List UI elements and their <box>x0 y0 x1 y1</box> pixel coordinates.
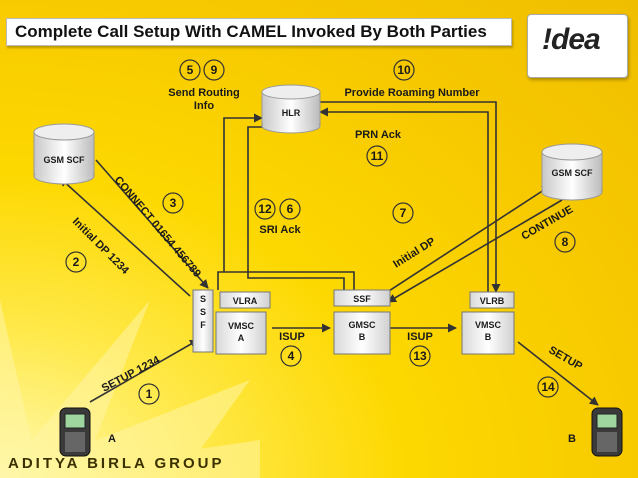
step-3: 3 <box>170 196 177 210</box>
hlr-label: HLR <box>282 108 301 118</box>
gmsc-b-line1: GMSC <box>349 320 377 330</box>
footer-brand: ADITYA BIRLA GROUP <box>8 455 225 472</box>
line-vlra-hlr <box>217 271 359 307</box>
step-13: 13 <box>413 349 427 363</box>
ssf-a-letter-1: S <box>200 294 206 304</box>
vmsc-b-line2: B <box>485 332 492 342</box>
line-setup-1234 <box>89 339 199 403</box>
step-4: 4 <box>288 349 295 363</box>
vmsc-a-node: S S F VLRA VMSC A <box>192 289 271 355</box>
step-13-circle <box>409 345 431 367</box>
step-14-circle <box>537 376 559 398</box>
gsm-scf-right-label: GSM SCF <box>551 168 593 178</box>
initial-dp-label: Initial DP <box>391 235 437 270</box>
step-2: 2 <box>73 255 80 269</box>
isup-2-label: ISUP <box>407 331 433 343</box>
sri-ack-label: SRI Ack <box>259 224 301 236</box>
page-title: Complete Call Setup With CAMEL Invoked B… <box>15 22 487 41</box>
provide-roaming-label: Provide Roaming Number <box>344 87 480 99</box>
line-sri-ack <box>247 126 349 299</box>
prn-ack-label: PRN Ack <box>355 129 402 141</box>
line-continue <box>387 199 563 303</box>
step-3-circle <box>162 192 184 214</box>
line-hlr-sri-up <box>223 113 263 272</box>
gsm-scf-left-node: GSM SCF <box>33 123 95 185</box>
phone-b-icon <box>591 407 623 457</box>
ssf-a-letter-3: F <box>200 320 206 330</box>
step-11: 11 <box>371 149 384 163</box>
line-prn <box>318 101 501 293</box>
step-14: 14 <box>541 380 555 394</box>
vmsc-b-node: VLRB VMSC B <box>461 291 515 355</box>
line-idp-1234 <box>59 177 191 297</box>
step-6: 6 <box>287 202 294 216</box>
line-initial-dp <box>371 185 551 303</box>
ssf-a-letter-2: S <box>200 307 206 317</box>
vmsc-b-line1: VMSC <box>475 320 502 330</box>
step-10-circle <box>393 59 415 81</box>
step-8: 8 <box>562 235 569 249</box>
vmsc-a-line1: VMSC <box>228 321 255 331</box>
party-b-label: B <box>568 433 576 445</box>
step-12: 12 <box>258 202 272 216</box>
ssf-b-label: SSF <box>353 294 371 304</box>
step-2-circle <box>65 251 87 273</box>
send-routing-line2: Info <box>194 100 214 112</box>
isup-1-label: ISUP <box>279 331 305 343</box>
step-4-circle <box>280 345 302 367</box>
step-1-circle <box>138 383 160 405</box>
line-prn-ack <box>319 107 489 292</box>
logo-text: !dea <box>542 23 601 56</box>
vmsc-a-line2: A <box>238 333 245 343</box>
step-6-circle <box>279 198 301 220</box>
phone-a-icon <box>59 407 91 457</box>
gsm-scf-left-label: GSM SCF <box>43 155 85 165</box>
step-8-circle <box>554 231 576 253</box>
title-bar: Complete Call Setup With CAMEL Invoked B… <box>6 18 512 46</box>
gmsc-b-line2: B <box>359 332 366 342</box>
step-1: 1 <box>146 387 153 401</box>
line-connect <box>95 159 209 289</box>
step-7: 7 <box>400 206 407 220</box>
line-setup-b <box>517 341 599 406</box>
send-routing-line1: Send Routing <box>168 87 240 99</box>
step-5-circle <box>179 59 201 81</box>
step-9-circle <box>203 59 225 81</box>
vlra-label: VLRA <box>233 296 258 306</box>
step-5: 5 <box>187 63 194 77</box>
idea-logo: !dea <box>527 14 628 78</box>
gsm-scf-right-node: GSM SCF <box>541 143 603 201</box>
step-11-circle <box>366 145 388 167</box>
step-12-circle <box>254 198 276 220</box>
hlr-node: HLR <box>261 84 321 134</box>
step-10: 10 <box>397 63 411 77</box>
vlrb-label: VLRB <box>480 296 505 306</box>
step-7-circle <box>392 202 414 224</box>
step-9: 9 <box>211 63 218 77</box>
party-a-label: A <box>108 433 116 445</box>
gmsc-b-node: SSF GMSC B <box>333 289 391 355</box>
